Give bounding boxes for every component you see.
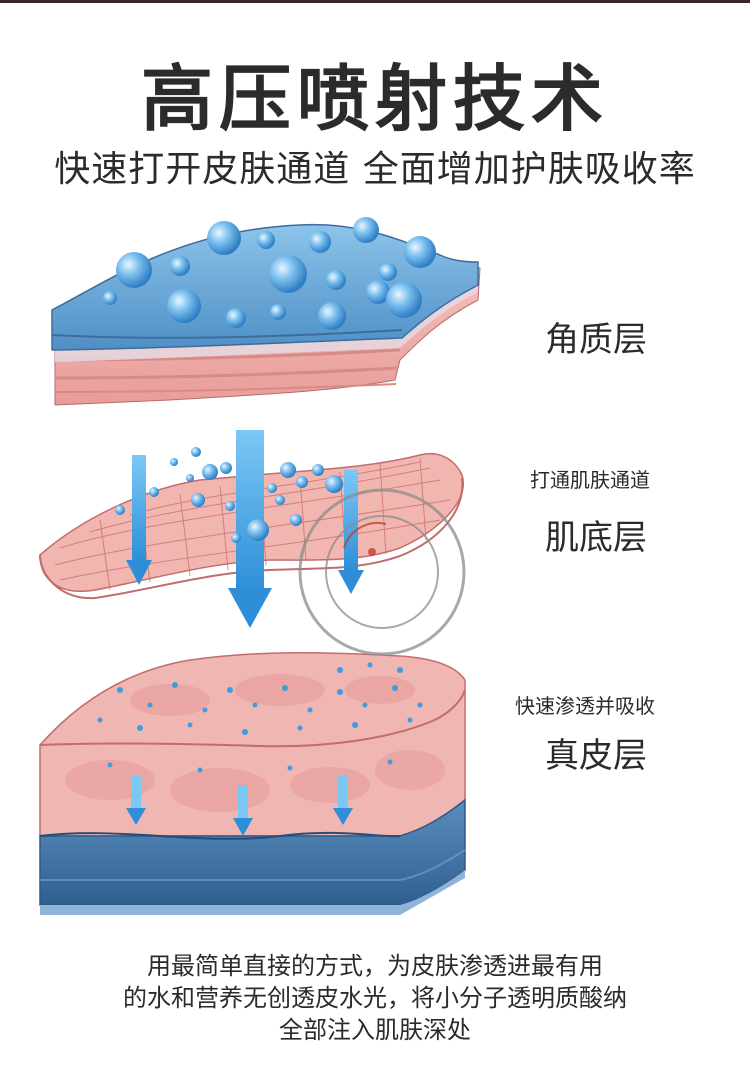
top-bar [0, 0, 750, 3]
arrow-down-icon [228, 430, 272, 628]
water-bubbles-middle [115, 447, 343, 543]
layer-caption-dermis: 快速渗透并吸收 [515, 694, 655, 718]
page-title: 高压喷射技术 [140, 56, 609, 141]
arrow-down-icon [333, 775, 353, 825]
layer-caption-basal: 打通肌肤通道 [530, 468, 650, 492]
water-bubbles-top [103, 217, 436, 330]
page-subtitle: 快速打开皮肤通道 全面增加护肤吸收率 [54, 149, 696, 190]
water-dots-bottom [97, 662, 423, 773]
footer-line: 全部注入肌肤深处 [279, 1016, 471, 1044]
stratum-corneum-graphic [51, 223, 481, 406]
footer-description: 用最简单直接的方式，为皮肤渗透进最有用 的水和营养无创透皮水光，将小分子透明质酸… [0, 950, 750, 1046]
dermis-graphic [39, 651, 466, 915]
arrow-down-icon [126, 455, 152, 585]
layer-name-dermis: 真皮层 [545, 736, 647, 776]
arrow-down-icon [233, 785, 253, 836]
watermark-stamp [298, 488, 466, 656]
dermis-arrows [126, 775, 353, 836]
footer-line: 用最简单直接的方式，为皮肤渗透进最有用 [147, 952, 603, 980]
layer-name-corneum: 角质层 [545, 320, 647, 360]
footer-line: 的水和营养无创透皮水光，将小分子透明质酸纳 [123, 984, 627, 1012]
layer-name-basal: 肌底层 [545, 518, 647, 558]
arrow-down-icon [126, 775, 146, 825]
